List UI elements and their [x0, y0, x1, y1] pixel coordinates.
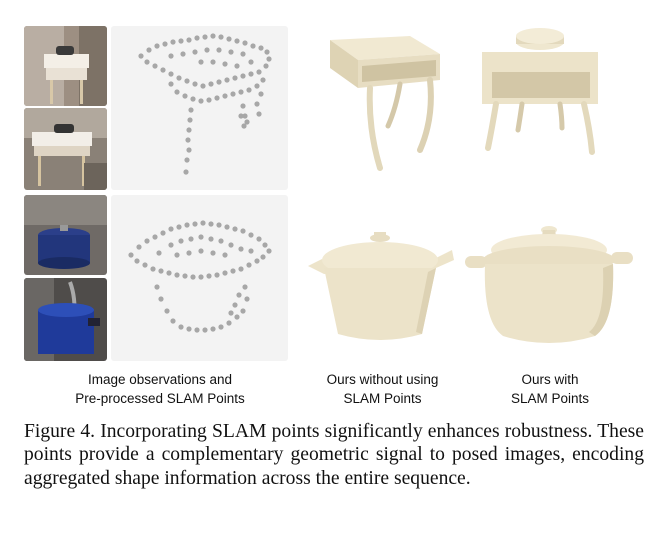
label-ours-with-slam: Ours with SLAM Points	[475, 370, 625, 408]
pot-photo-1	[24, 195, 107, 275]
label-col1-line2: Pre-processed SLAM Points	[75, 391, 245, 406]
label-col1-line1: Image observations and	[87, 372, 233, 387]
table-slam-points	[111, 26, 288, 190]
label-col2-line1: Ours without using	[326, 372, 439, 387]
label-image-observations: Image observations and Pre-processed SLA…	[40, 370, 280, 408]
label-ours-without-slam: Ours without using SLAM Points	[300, 370, 465, 408]
label-col3-line1: Ours with	[521, 372, 579, 387]
pot-render-without-slam	[300, 222, 460, 352]
table-render-with-slam	[468, 18, 618, 188]
table-photo-1	[24, 26, 107, 106]
pot-slam-points	[111, 195, 288, 361]
label-col2-line2: SLAM Points	[343, 391, 422, 406]
table-photo-2	[24, 108, 107, 190]
table-render-without-slam	[300, 18, 455, 188]
pot-render-with-slam	[463, 212, 633, 352]
pot-photo-2	[24, 278, 107, 361]
figure-caption: Figure 4. Incorporating SLAM points sign…	[24, 421, 644, 489]
label-col3-line2: SLAM Points	[510, 391, 590, 406]
